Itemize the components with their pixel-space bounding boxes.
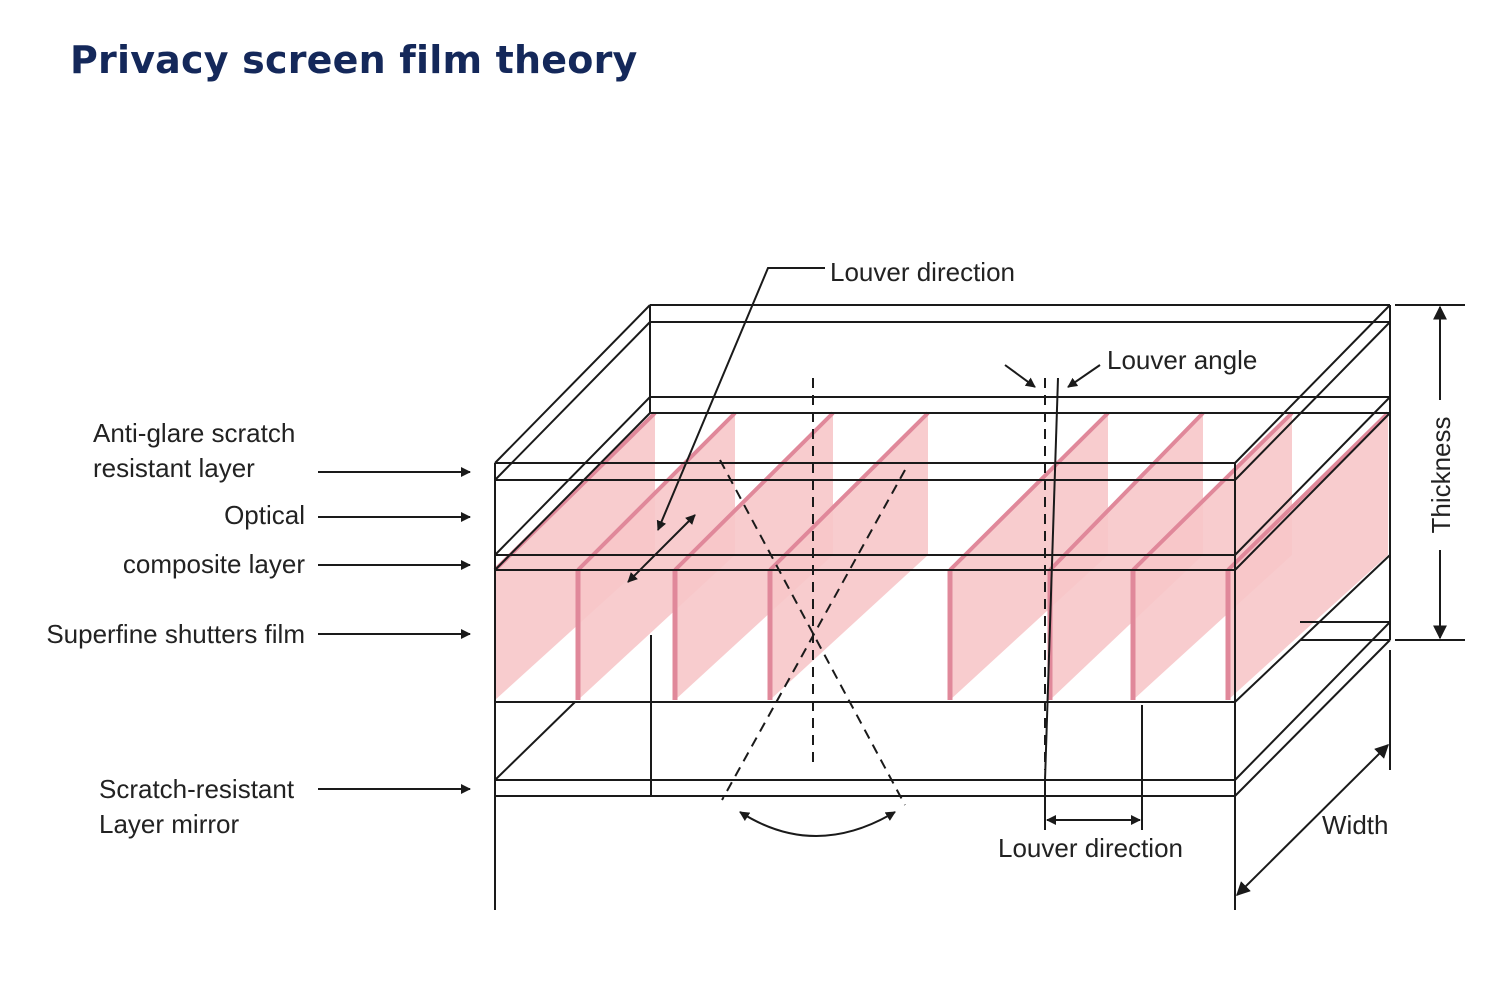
film-layers-box bbox=[494, 304, 1391, 910]
anti-glare-label-line2: resistant layer bbox=[93, 453, 255, 483]
width-label: Width bbox=[1322, 810, 1388, 840]
thickness-label: Thickness bbox=[1426, 416, 1456, 533]
thickness-dimension bbox=[1395, 304, 1465, 641]
louver-direction-top-label: Louver direction bbox=[830, 257, 1015, 287]
louver-angle-arrow-right bbox=[1067, 364, 1101, 388]
page-title: Privacy screen film theory bbox=[70, 38, 638, 82]
louver-slat bbox=[672, 411, 835, 700]
louver-angle-arrow-left bbox=[1004, 364, 1036, 388]
width-dimension bbox=[1236, 650, 1391, 896]
optical-label: Optical bbox=[224, 500, 305, 530]
louver-slats bbox=[493, 411, 1390, 700]
louver-slat bbox=[1225, 411, 1390, 700]
viewing-angle-arc bbox=[739, 811, 896, 837]
anti-glare-label-line1: Anti-glare scratch bbox=[93, 418, 295, 448]
louver-slat bbox=[1130, 411, 1294, 700]
louver-angle-line bbox=[1044, 377, 1059, 781]
louver-direction-leader bbox=[656, 267, 825, 531]
louver-angle-label: Louver angle bbox=[1107, 345, 1257, 375]
louver-direction-double-arrow bbox=[627, 514, 696, 583]
louver-direction-bottom-label: Louver direction bbox=[998, 833, 1183, 863]
left-label-arrows bbox=[318, 467, 471, 794]
viewing-cone bbox=[719, 378, 1046, 806]
scratch-resistant-label-line1: Scratch-resistant bbox=[99, 774, 295, 804]
scratch-resistant-label-line2: Layer mirror bbox=[99, 809, 239, 839]
louver-slat bbox=[947, 411, 1110, 700]
composite-layer-label: composite layer bbox=[123, 549, 305, 579]
superfine-shutters-label: Superfine shutters film bbox=[46, 619, 305, 649]
